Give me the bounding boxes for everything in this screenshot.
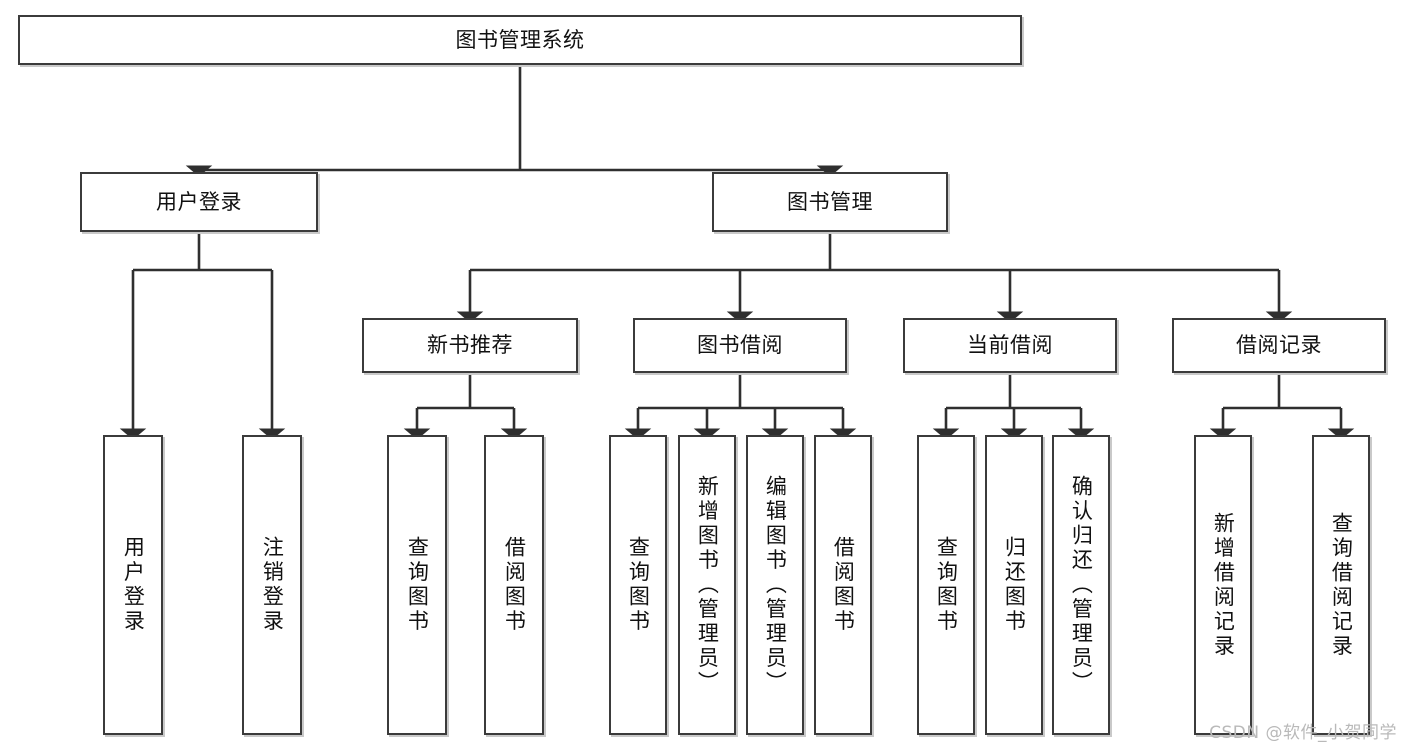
node-label-leaf-user-login: 用户登录 bbox=[121, 536, 146, 634]
node-leaf-user-logout[interactable]: 注销登录 bbox=[242, 435, 302, 735]
node-label-leaf-rec-query: 查询图书 bbox=[405, 536, 430, 634]
node-label-leaf-br-query: 查询借阅记录 bbox=[1329, 511, 1354, 659]
watermark: CSDN @软件_小贺同学 bbox=[1209, 723, 1397, 743]
node-leaf-bb-borrow[interactable]: 借阅图书 bbox=[814, 435, 872, 735]
node-book-manage[interactable]: 图书管理 bbox=[712, 172, 948, 232]
node-leaf-bb-query[interactable]: 查询图书 bbox=[609, 435, 667, 735]
node-label-user-login: 用户登录 bbox=[156, 189, 242, 214]
node-label-leaf-bb-query: 查询图书 bbox=[626, 536, 651, 634]
node-label-leaf-rec-borrow: 借阅图书 bbox=[502, 536, 527, 634]
node-label-book-borrow: 图书借阅 bbox=[697, 333, 783, 358]
node-label-leaf-cb-return: 归还图书 bbox=[1002, 536, 1027, 634]
node-leaf-bb-add[interactable]: 新增图书（管理员） bbox=[678, 435, 736, 735]
node-label-leaf-cb-confirm: 确认归还（管理员） bbox=[1069, 474, 1094, 696]
node-user-login[interactable]: 用户登录 bbox=[80, 172, 318, 232]
node-label-borrow-record: 借阅记录 bbox=[1236, 333, 1322, 358]
node-leaf-br-add[interactable]: 新增借阅记录 bbox=[1194, 435, 1252, 735]
node-label-leaf-bb-edit: 编辑图书（管理员） bbox=[763, 474, 788, 696]
node-leaf-br-query[interactable]: 查询借阅记录 bbox=[1312, 435, 1370, 735]
node-label-leaf-bb-add: 新增图书（管理员） bbox=[695, 474, 720, 696]
node-label-root: 图书管理系统 bbox=[455, 27, 585, 52]
node-label-leaf-bb-borrow: 借阅图书 bbox=[831, 536, 856, 634]
node-label-leaf-user-logout: 注销登录 bbox=[260, 536, 285, 634]
node-leaf-rec-query[interactable]: 查询图书 bbox=[387, 435, 447, 735]
node-root[interactable]: 图书管理系统 bbox=[18, 15, 1022, 65]
node-leaf-cb-return[interactable]: 归还图书 bbox=[985, 435, 1043, 735]
node-current-borrow[interactable]: 当前借阅 bbox=[903, 318, 1117, 373]
node-leaf-bb-edit[interactable]: 编辑图书（管理员） bbox=[746, 435, 804, 735]
node-book-borrow[interactable]: 图书借阅 bbox=[633, 318, 847, 373]
node-leaf-cb-confirm[interactable]: 确认归还（管理员） bbox=[1052, 435, 1110, 735]
node-label-book-manage: 图书管理 bbox=[787, 189, 873, 214]
node-borrow-record[interactable]: 借阅记录 bbox=[1172, 318, 1386, 373]
node-leaf-user-login[interactable]: 用户登录 bbox=[103, 435, 163, 735]
node-new-book-rec[interactable]: 新书推荐 bbox=[362, 318, 578, 373]
node-leaf-rec-borrow[interactable]: 借阅图书 bbox=[484, 435, 544, 735]
edge-group bbox=[119, 65, 1355, 440]
node-label-leaf-br-add: 新增借阅记录 bbox=[1211, 511, 1236, 659]
node-leaf-cb-query[interactable]: 查询图书 bbox=[917, 435, 975, 735]
node-label-leaf-cb-query: 查询图书 bbox=[934, 536, 959, 634]
node-label-new-book-rec: 新书推荐 bbox=[427, 333, 513, 358]
node-label-current-borrow: 当前借阅 bbox=[967, 333, 1053, 358]
